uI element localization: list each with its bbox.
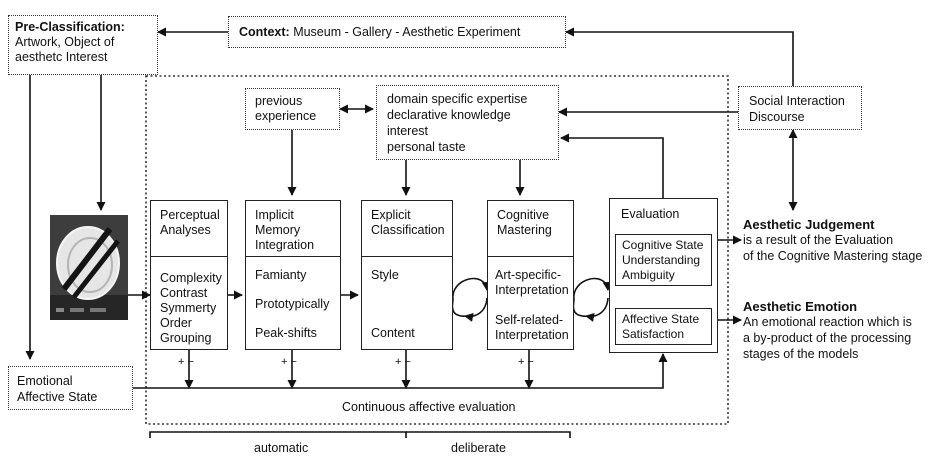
artwork-photo (50, 215, 128, 320)
evaluation-title: Evaluation (621, 207, 680, 221)
stage-title: Explicit Classification (371, 208, 445, 237)
cognitive-state-text: Cognitive State Understanding Ambiguity (622, 238, 704, 282)
pre-classification-box: Pre-Classification: Artwork, Object of a… (8, 15, 158, 75)
emotional-affective-state-text: Emotional Affective State (17, 374, 98, 404)
knowledge-box: domain specific expertise declarative kn… (376, 85, 559, 160)
arrow-social-to-context (565, 27, 794, 86)
plus-minus-classification: + − (395, 356, 411, 368)
pre-classification-text: Artwork, Object of aesthetc Interest (15, 35, 115, 64)
stage-items: Art-specific- Interpretation (495, 268, 569, 297)
plus-minus-memory: + − (281, 356, 297, 368)
evaluation-box: Evaluation Cognitive State Understanding… (609, 198, 718, 353)
stage-item: Content (371, 326, 415, 340)
stage-divider (488, 256, 573, 257)
stage-perceptual-analyses: Perceptual Analyses Complexity Contrast … (150, 200, 228, 350)
phase-deliberate-label: deliberate (451, 441, 506, 455)
stage-cognitive-mastering: Cognitive Mastering Art-specific- Interp… (487, 200, 574, 350)
social-interaction-box: Social Interaction Discourse (738, 86, 862, 130)
arrow-evaluation-to-knowledge (560, 133, 664, 198)
stage-title: Implicit Memory Integration (255, 208, 315, 252)
plus-minus-mastering: + − (518, 356, 534, 368)
processing-frame (145, 75, 729, 425)
affective-state-text: Affective State Satisfaction (622, 312, 700, 341)
cognitive-state-box: Cognitive State Understanding Ambiguity (615, 234, 712, 286)
aesthetic-emotion-title: Aesthetic Emotion (743, 299, 858, 314)
stage-item: Prototypically (255, 297, 330, 311)
stage-divider (362, 256, 452, 257)
aesthetic-emotion-text: An emotional reaction which is a by-prod… (743, 315, 912, 361)
aesthetic-judgement-text: is a result of the Evaluation of the Cog… (743, 233, 923, 263)
social-interaction-text: Social Interaction Discourse (749, 94, 845, 124)
artwork-image-icon (50, 215, 128, 320)
stage-title: Cognitive Mastering (497, 208, 552, 237)
context-box: Context: Museum - Gallery - Aesthetic Ex… (228, 16, 566, 48)
stage-divider (151, 256, 227, 257)
stage-explicit-classification: Explicit Classification Style Content (361, 200, 453, 350)
stage-item: Famianty (255, 268, 307, 282)
plus-minus-perceptual: + − (178, 356, 194, 368)
previous-experience-box: previous experience (245, 88, 340, 130)
loop-classification-mastering (451, 277, 491, 322)
previous-experience-text: previous experience (255, 94, 317, 123)
stage-item: Style (371, 268, 399, 282)
stage-divider (246, 256, 340, 257)
emotional-affective-state-box: Emotional Affective State (8, 366, 133, 410)
stage-items: Complexity Contrast Symmerty Order Group… (160, 271, 222, 345)
stage-items: Self-related- Interpretation (495, 313, 569, 342)
affective-state-box: Affective State Satisfaction (615, 308, 712, 345)
stage-implicit-memory-integration: Implicit Memory Integration Famianty Pro… (245, 200, 341, 350)
continuous-evaluation-line (133, 353, 668, 389)
continuous-evaluation-label: Continuous affective evaluation (342, 400, 516, 414)
stage-title: Perceptual Analyses (160, 208, 220, 237)
knowledge-text: domain specific expertise declarative kn… (387, 92, 528, 154)
stage-item: Peak-shifts (255, 326, 317, 340)
bracket-deliberate (406, 431, 571, 438)
loop-mastering-evaluation (572, 277, 612, 322)
context-text: Context: Museum - Gallery - Aesthetic Ex… (239, 25, 521, 39)
aesthetic-judgement-title: Aesthetic Judgement (743, 217, 875, 232)
bracket-automatic (149, 431, 407, 438)
phase-automatic-label: automatic (254, 441, 309, 455)
pre-classification-title: Pre-Classification: (15, 20, 125, 34)
